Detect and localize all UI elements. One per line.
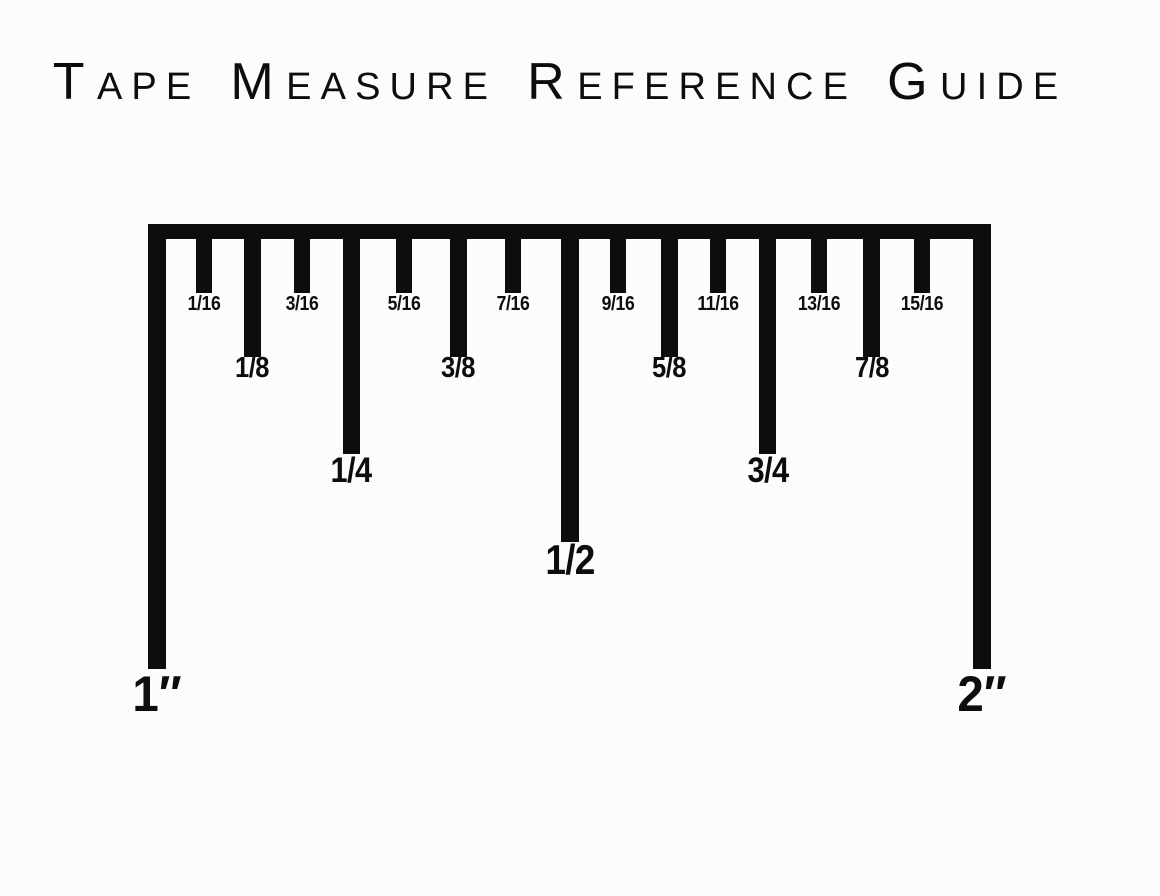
page-title: TAPE MEASURE REFERENCE GUIDE (0, 56, 1120, 108)
title-word: TAPE (52, 53, 201, 111)
title-word: MEASURE (230, 53, 498, 111)
tick-label-3-8: 3/8 (441, 352, 475, 384)
tick-label-1-2: 1/2 (545, 536, 595, 583)
tick-mark-7-16 (505, 224, 521, 293)
tick-label-5-8: 5/8 (652, 352, 686, 384)
tick-mark-3-16 (293, 224, 310, 293)
tick-label-1-4: 1/4 (330, 451, 373, 490)
tick-mark-3-8 (449, 224, 467, 357)
tick-mark-1-16 (196, 224, 212, 293)
tick-label-15-16: 15/16 (900, 293, 944, 315)
tick-label-9-16: 9/16 (601, 293, 635, 315)
tick-mark-7-8 (863, 224, 880, 357)
tick-label-13-16: 13/16 (797, 293, 840, 315)
tick-mark-1-2 (561, 224, 579, 542)
tick-mark-1-8 (243, 224, 261, 357)
tick-label-1-16: 1/16 (187, 293, 221, 315)
ruler-diagram: 1″ 2″ 1/16 1/8 3/16 1/4 5/16 3/8 7/16 1/2 9/16 5/… (132, 224, 1007, 719)
title-word: REFERENCE (527, 53, 858, 111)
tick-label-7-16: 7/16 (496, 293, 530, 315)
tick-label-1-8: 1/8 (235, 352, 269, 384)
tick-label-3-16: 3/16 (285, 293, 318, 315)
tick-label-11-16: 11/16 (696, 293, 739, 315)
tick-label-7-8: 7/8 (854, 352, 889, 384)
tick-mark-5-16 (396, 224, 412, 293)
tick-label-3-4: 3/4 (747, 451, 789, 490)
inch-label-start: 1″ (132, 666, 182, 722)
title-word: GUIDE (887, 53, 1068, 111)
tick-mark-13-16 (810, 224, 827, 293)
tick-mark-1-4 (342, 224, 360, 454)
inch-mark-start (148, 224, 166, 669)
tick-mark-15-16 (914, 224, 930, 293)
tick-mark-5-8 (660, 224, 678, 357)
tick-mark-11-16 (709, 224, 726, 293)
tick-mark-9-16 (610, 224, 626, 293)
tick-label-5-16: 5/16 (387, 293, 421, 315)
inch-label-end: 2″ (957, 666, 1007, 722)
inch-mark-end (973, 224, 991, 669)
tick-mark-3-4 (759, 224, 776, 454)
